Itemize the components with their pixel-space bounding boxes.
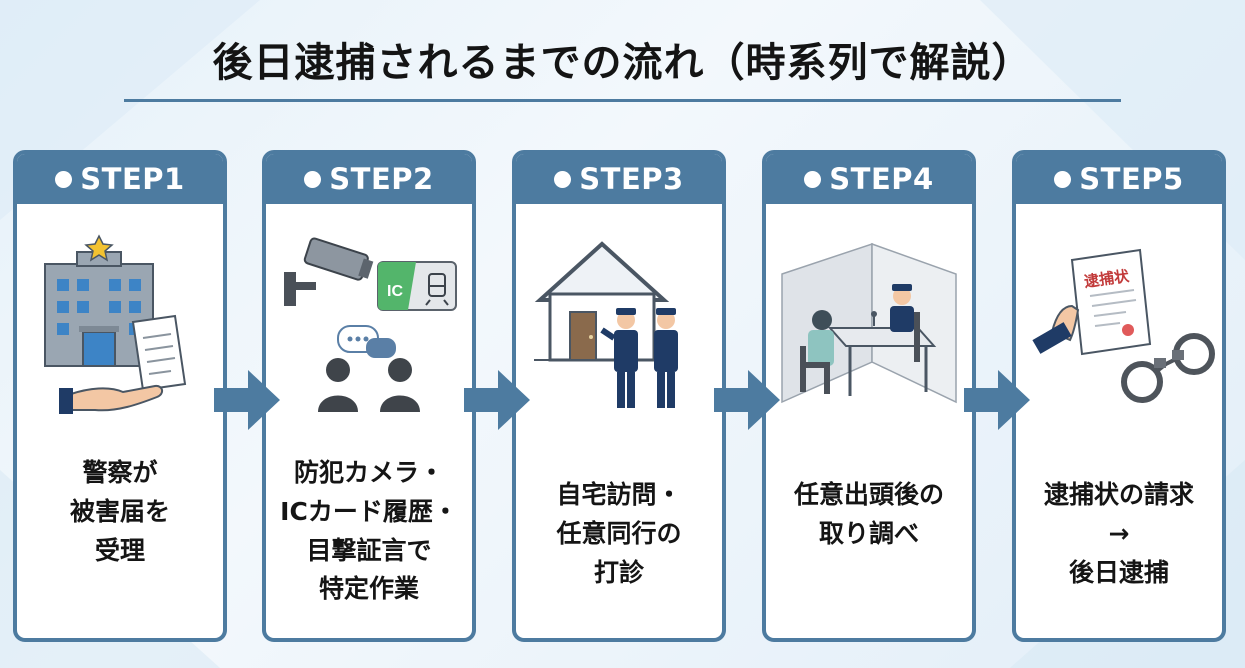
- step-header-2: STEP2: [266, 154, 472, 204]
- step-text-line: 取り調べ: [818, 518, 919, 548]
- step-card-5: STEP5 逮捕状 逮捕状の請求 → 後日逮捕: [1012, 150, 1226, 642]
- ic-card-label: IC: [387, 283, 403, 300]
- flow-arrow-2: [464, 370, 530, 430]
- step-card-3: STEP3 自宅訪問・ 任意同行の 打診: [512, 150, 726, 642]
- page-title: 後日逮捕されるまでの流れ（時系列で解説）: [212, 40, 1033, 86]
- step-label: STEP3: [579, 162, 684, 196]
- step-description-4: 任意出頭後の 取り調べ: [766, 476, 972, 554]
- bullet-dot-icon: [1054, 170, 1072, 188]
- step-description-3: 自宅訪問・ 任意同行の 打診: [516, 476, 722, 592]
- investigation-icon: IC: [266, 234, 472, 424]
- step-header-5: STEP5: [1016, 154, 1222, 204]
- step-text-line: →: [1108, 518, 1130, 548]
- step-card-4: STEP4 任意出頭後の 取り調べ: [762, 150, 976, 642]
- step-description-5: 逮捕状の請求 → 後日逮捕: [1016, 476, 1222, 592]
- step-text-line: 警察が: [82, 458, 158, 487]
- step-header-1: STEP1: [17, 154, 223, 204]
- step-label: STEP1: [80, 162, 185, 196]
- house-visit-icon: [516, 234, 722, 424]
- step-text-line: 打診: [593, 557, 644, 587]
- step-text-line: 任意同行の: [556, 518, 682, 548]
- interrogation-room-icon: [766, 234, 972, 424]
- step-text-line: 目撃証言で: [306, 535, 432, 565]
- step-text-line: 被害届を: [69, 496, 170, 526]
- flow-arrow-3: [714, 370, 780, 430]
- arrest-warrant-handcuffs-icon: 逮捕状: [1016, 234, 1222, 424]
- step-card-1: STEP1 警察が 被害届を 受理: [13, 150, 227, 642]
- step-text-line: 後日逮捕: [1068, 557, 1169, 587]
- bullet-dot-icon: [304, 170, 322, 188]
- step-text-line: 特定作業: [318, 574, 419, 604]
- step-text-line: 逮捕状の請求: [1043, 480, 1194, 509]
- bullet-dot-icon: [554, 170, 572, 188]
- step-label: STEP2: [329, 162, 434, 196]
- bullet-dot-icon: [55, 170, 73, 188]
- step-card-2: STEP2 IC 防: [262, 150, 476, 642]
- bullet-dot-icon: [804, 170, 822, 188]
- step-description-2: 防犯カメラ・ ICカード履歴・ 目撃証言で 特定作業: [266, 454, 472, 609]
- step-description-1: 警察が 被害届を 受理: [17, 454, 223, 570]
- flow-arrow-1: [214, 370, 280, 430]
- step-text-line: ICカード履歴・: [280, 496, 458, 526]
- step-header-4: STEP4: [766, 154, 972, 204]
- step-label: STEP4: [829, 162, 934, 196]
- step-text-line: 受理: [94, 535, 145, 565]
- police-station-report-icon: [17, 234, 223, 424]
- flow-arrow-4: [964, 370, 1030, 430]
- step-header-3: STEP3: [516, 154, 722, 204]
- step-text-line: 任意出頭後の: [793, 480, 944, 509]
- step-label: STEP5: [1079, 162, 1184, 196]
- step-text-line: 自宅訪問・: [556, 480, 682, 509]
- title-underline: [124, 99, 1121, 102]
- step-text-line: 防犯カメラ・: [293, 458, 444, 487]
